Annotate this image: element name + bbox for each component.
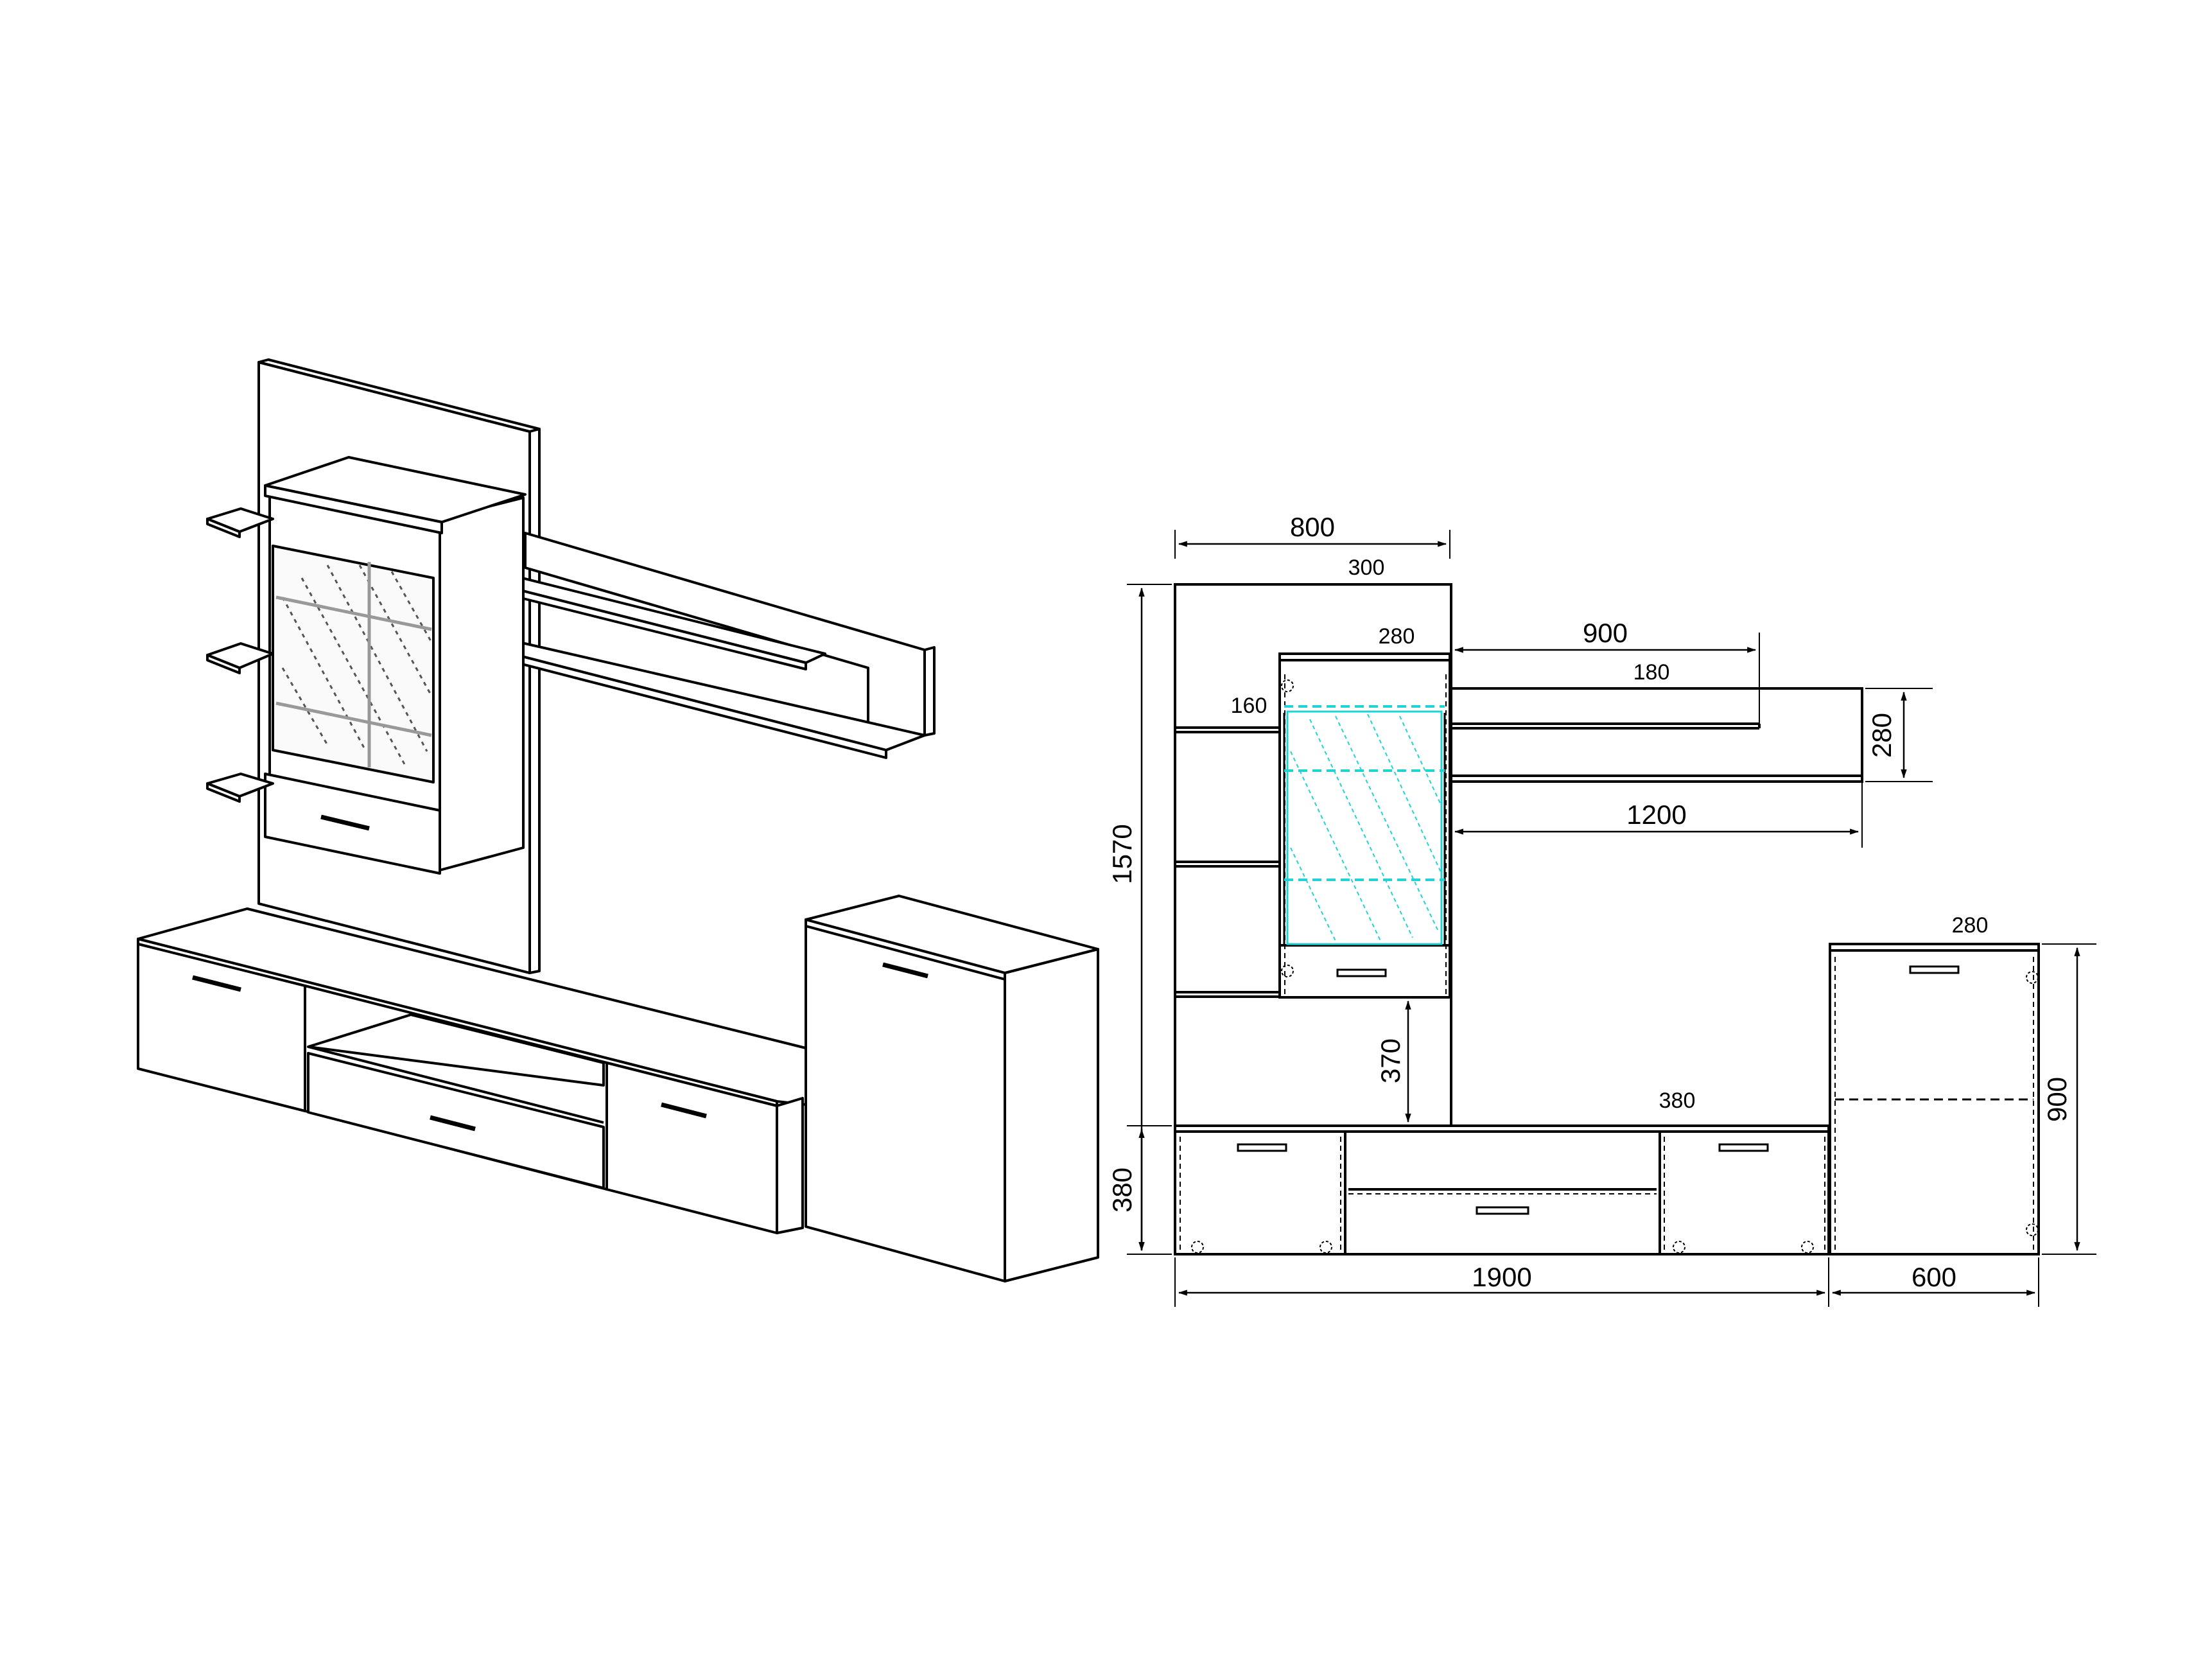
front-elevation-view [1174, 583, 2040, 1255]
elev-wall-shelf [1450, 687, 1863, 783]
dim-cabinet-width: 600 [1912, 1262, 1956, 1292]
isometric-view [137, 358, 1099, 1282]
dim-vitrine-gap: 370 [1375, 1038, 1406, 1083]
dim-back-panel-depth: 300 [1348, 555, 1385, 580]
wall-shelf-unit [471, 532, 936, 759]
dim-side-shelf-depth: 160 [1231, 694, 1267, 718]
tv-base [137, 907, 807, 1234]
dim-overall-width: 1900 [1472, 1262, 1531, 1292]
dim-tv-base-height: 380 [1107, 1168, 1137, 1212]
dim-vitrine-depth: 280 [1379, 624, 1415, 649]
dim-cabinet-height: 900 [2042, 1077, 2072, 1122]
dim-shelf-upper-depth: 180 [1633, 660, 1670, 685]
tall-cabinet [805, 895, 1099, 1282]
dimension-lines [1127, 530, 2096, 1307]
dim-shelf-height: 280 [1867, 713, 1897, 758]
dim-shelf-upper-width: 900 [1583, 618, 1628, 648]
dim-shelf-lower-width: 1200 [1626, 800, 1686, 830]
dim-cabinet-depth: 280 [1952, 913, 1989, 938]
dim-back-panel-width: 800 [1290, 512, 1335, 542]
dimension-labels: 800 300 280 160 900 180 1200 280 1570 37… [1107, 512, 2072, 1292]
dim-overall-height: 1570 [1107, 824, 1137, 884]
vitrine-cabinet [206, 456, 527, 875]
dim-tv-base-depth: 380 [1659, 1089, 1696, 1113]
